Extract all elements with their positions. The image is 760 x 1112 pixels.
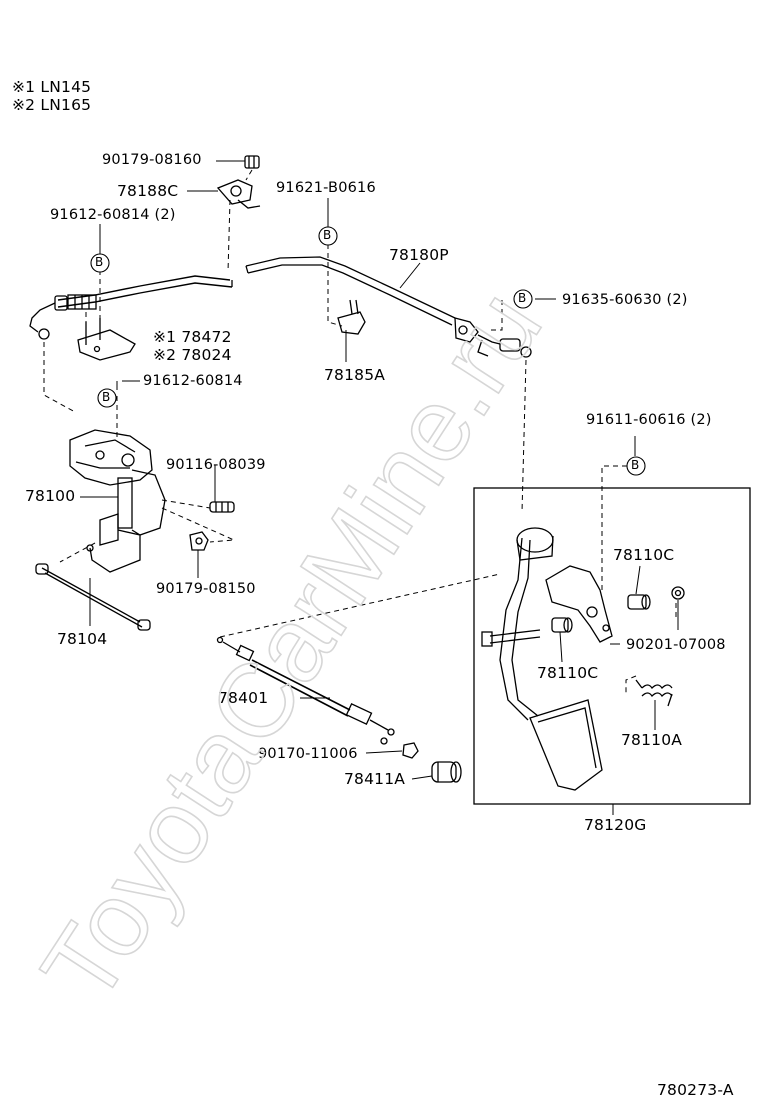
bushing-78110C-bottom <box>551 617 573 633</box>
label-90116-08039: 90116-08039 <box>166 457 266 473</box>
label-78110A: 78110A <box>621 731 683 749</box>
diagram-code: 780273-A <box>657 1081 734 1099</box>
label-78104: 78104 <box>57 630 108 648</box>
label-78411A: 78411A <box>344 770 406 788</box>
label-91635-60630-2: 91635-60630 (2) <box>562 292 688 308</box>
label-91612-60814: 91612-60814 <box>143 373 243 389</box>
nut-90179-08150 <box>189 531 209 551</box>
label-78188C: 78188C <box>117 182 179 200</box>
cable-78180-left-section <box>29 275 233 340</box>
cable-78401 <box>216 636 395 745</box>
label-91611-60616-2: 91611-60616 (2) <box>586 412 712 428</box>
callout-b-5 <box>626 456 646 476</box>
callout-letter-5: B <box>631 458 640 472</box>
callout-letter-1: B <box>95 255 104 269</box>
label-90170-11006: 90170-11006 <box>258 746 358 762</box>
note-model: LN145 <box>40 78 92 96</box>
clip-78188C <box>216 179 261 209</box>
note-marker: ※2 <box>12 96 36 114</box>
label-78110C-top: 78110C <box>613 546 675 564</box>
model-note-1: ※1 LN145 <box>12 78 92 96</box>
grommet-78411A <box>431 761 462 783</box>
label-78180P: 78180P <box>389 246 449 264</box>
label-78110C-bottom: 78110C <box>537 664 599 682</box>
rod-78104 <box>35 563 151 631</box>
callout-b-3 <box>513 289 533 309</box>
spring-78110A <box>635 679 673 707</box>
label-90201-07008: 90201-07008 <box>626 637 726 653</box>
nut-90170-11006 <box>402 742 419 759</box>
label-78100: 78100 <box>25 487 76 505</box>
label-91612-60814-2: 91612-60814 (2) <box>50 207 176 223</box>
callout-b-1 <box>90 253 110 273</box>
callout-b-4 <box>97 388 117 408</box>
label-90179-08150: 90179-08150 <box>156 581 256 597</box>
bolt-90116-08039 <box>209 501 235 513</box>
label-78024: ※2 78024 <box>153 346 232 364</box>
callout-letter-3: B <box>518 291 527 305</box>
note-model: LN165 <box>40 96 92 114</box>
label-91621-B0616: 91621-B0616 <box>276 180 376 196</box>
label-78472: ※1 78472 <box>153 328 232 346</box>
model-note-2: ※2 LN165 <box>12 96 92 114</box>
callout-letter-4: B <box>102 390 111 404</box>
pedal-assembly-box-78120G <box>473 487 751 805</box>
cable-78180P <box>245 256 532 358</box>
clamp-78185A <box>337 299 366 335</box>
pedal-78120G <box>481 527 603 791</box>
bushing-78110C-top <box>627 594 651 610</box>
bracket-78110C <box>545 565 613 643</box>
label-78185A: 78185A <box>324 366 386 384</box>
callout-letter-2: B <box>323 228 332 242</box>
label-78401: 78401 <box>218 689 269 707</box>
note-marker: ※1 <box>12 78 36 96</box>
label-90179-08160: 90179-08160 <box>102 152 202 168</box>
nut-90179-08160 <box>244 155 260 169</box>
clip-90201-07008 <box>671 586 685 600</box>
label-78120G: 78120G <box>584 816 647 834</box>
link-assembly-78100 <box>69 429 166 573</box>
bracket-78472-78024 <box>77 318 136 361</box>
callout-b-2 <box>318 226 338 246</box>
